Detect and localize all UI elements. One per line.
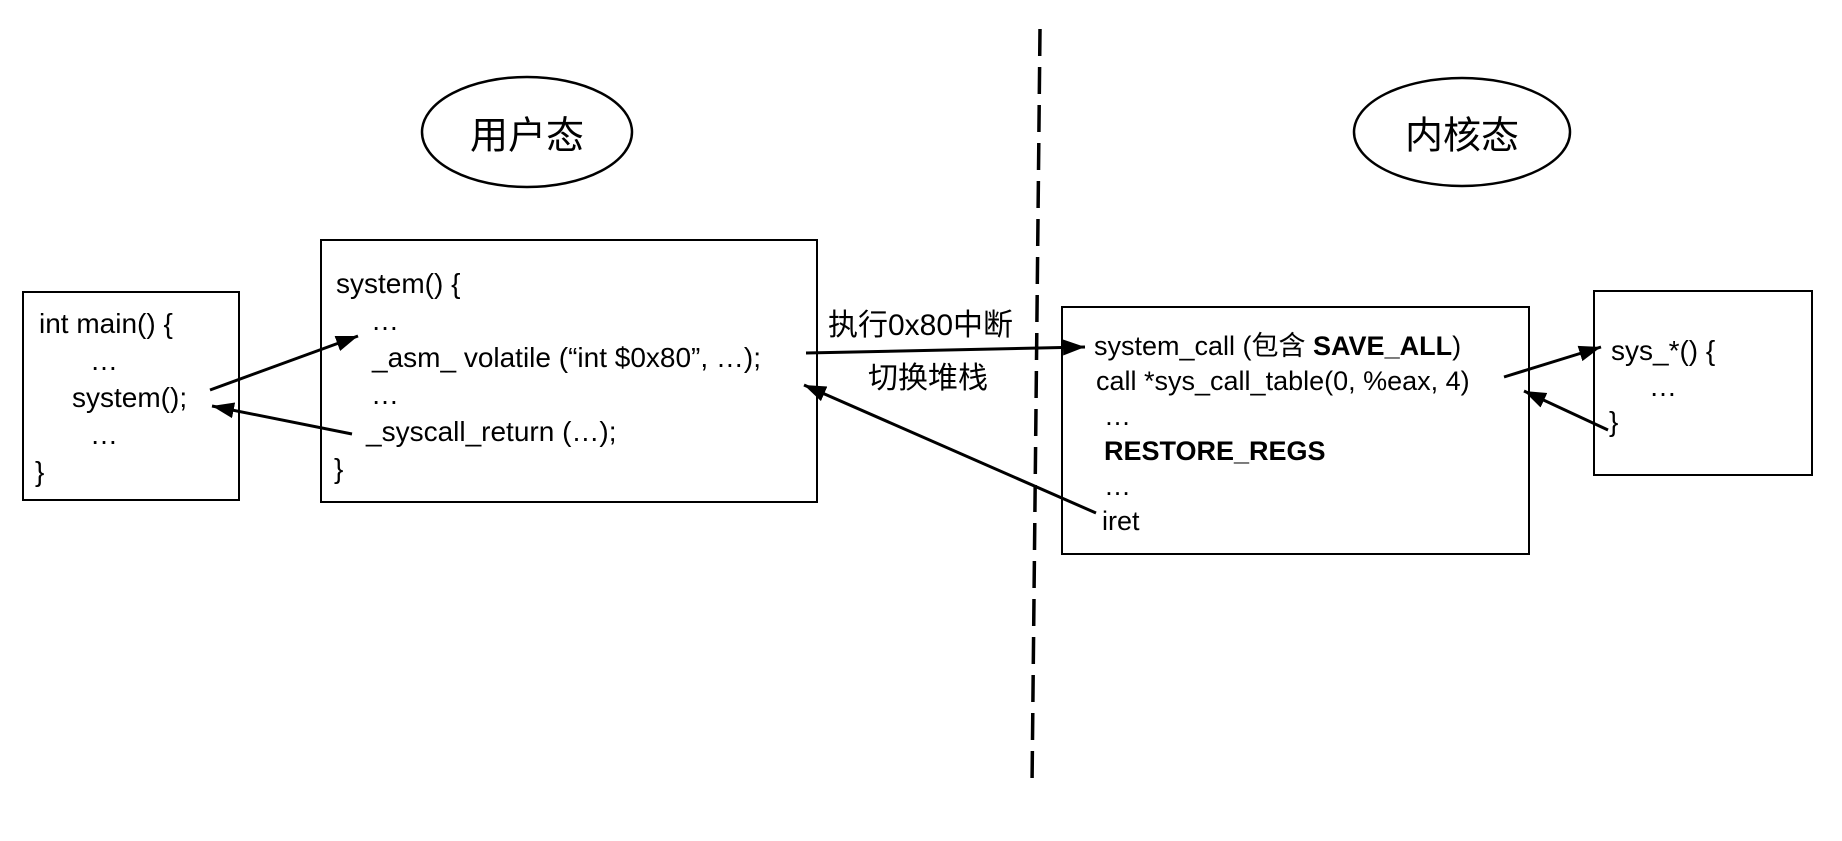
code-line: } xyxy=(334,453,344,484)
code-line: iret xyxy=(1102,506,1140,536)
code-line: … xyxy=(1104,471,1131,501)
switch-stack-label: 切换堆栈 xyxy=(868,362,988,395)
code-line: } xyxy=(1609,406,1619,437)
code-text: ) xyxy=(1452,331,1462,361)
int-0x80-arrow xyxy=(805,339,1086,356)
code-line: … xyxy=(371,305,399,336)
code-line: … xyxy=(90,345,118,376)
restore-regs-macro: RESTORE_REGS xyxy=(1104,436,1326,466)
code-line: _syscall_return (…); xyxy=(366,416,617,447)
code-line: int main() { xyxy=(39,308,173,339)
system-function-box: system() { … _asm_ volatile (“int $0x80”… xyxy=(320,239,818,503)
system-call-box: system_call (包含 SAVE_ALL) call *sys_call… xyxy=(1061,306,1530,555)
sys-handler-box: sys_*() { … } xyxy=(1593,290,1813,476)
code-line: _asm_ volatile (“int $0x80”, …); xyxy=(372,342,762,373)
kernel-mode-label: 内核态 xyxy=(1404,115,1520,158)
code-line: … xyxy=(371,379,399,410)
code-line: call *sys_call_table(0, %eax, 4) xyxy=(1096,366,1470,396)
code-line: … xyxy=(90,419,118,450)
save-all-macro: SAVE_ALL xyxy=(1313,331,1453,361)
code-text: system_call (包含 xyxy=(1094,331,1314,361)
code-line: } xyxy=(35,456,45,487)
code-line: system_call (包含 SAVE_ALL) xyxy=(1094,328,1461,364)
iret-return-arrow xyxy=(803,383,1097,515)
code-line: sys_*() { xyxy=(1611,335,1716,366)
code-line: … xyxy=(1649,371,1677,402)
interrupt-label: 执行0x80中断 xyxy=(828,309,1014,342)
code-line: system() { xyxy=(336,268,461,299)
code-line: system(); xyxy=(72,382,188,413)
code-line: … xyxy=(1104,401,1131,431)
user-mode-label: 用户态 xyxy=(469,115,585,158)
main-function-box: int main() { … system(); … } xyxy=(22,291,240,501)
mode-boundary-dashed-line xyxy=(1030,28,1042,788)
